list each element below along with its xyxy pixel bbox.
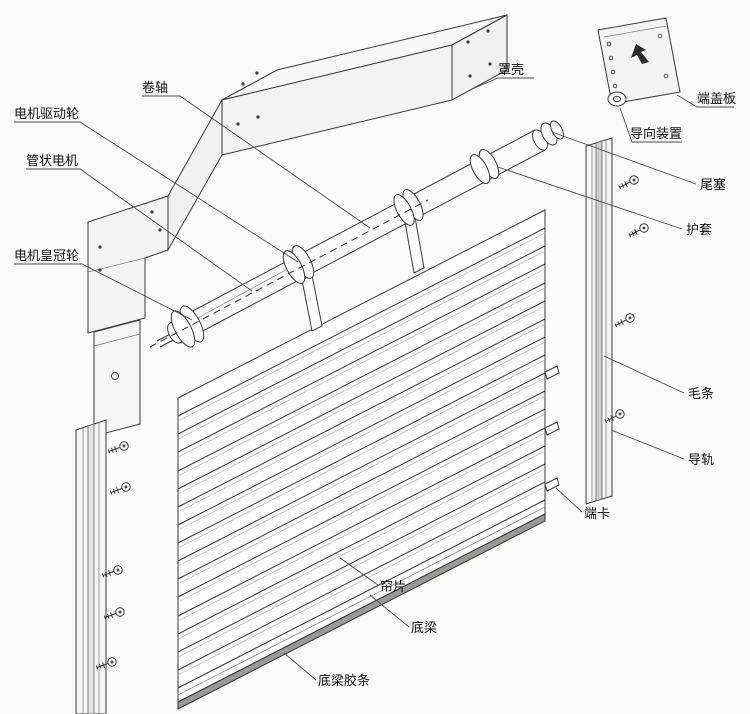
label-brush-strip: 毛条	[688, 386, 714, 402]
brush-strip	[595, 140, 603, 502]
roller-shaft-assembly	[149, 120, 564, 348]
screw	[107, 440, 130, 456]
label-motor-crown-wheel: 电机皇冠轮	[14, 249, 79, 264]
shaft-collar-ring	[393, 189, 424, 226]
label-guide-rail: 导轨	[688, 453, 714, 468]
screw	[617, 173, 641, 192]
label-guide-device: 导向装置	[630, 126, 682, 142]
right-guide-rail	[585, 137, 613, 505]
label-bottom-beam: 底梁	[411, 620, 437, 636]
label-end-cover-plate: 端盖板	[697, 92, 736, 107]
label-tail-plug: 尾塞	[700, 177, 726, 193]
motor-drive-wheel	[282, 245, 315, 284]
bottom-beam-rubber-strip	[177, 513, 546, 710]
label-protective-sleeve: 护套	[686, 222, 712, 238]
protective-sleeve-ring	[469, 148, 500, 185]
screw	[103, 606, 126, 622]
shaft-centerline	[149, 199, 429, 348]
screw	[109, 481, 132, 497]
arrow-icon	[631, 44, 649, 64]
label-tubular-motor: 管状电机	[26, 154, 78, 169]
end-clips	[544, 365, 560, 492]
label-roller-shaft: 卷轴	[142, 80, 168, 96]
left-guide-rail	[75, 419, 107, 714]
curtain	[177, 209, 560, 710]
label-end-clip: 端卡	[584, 507, 610, 522]
screw	[627, 221, 651, 240]
leader-lines	[14, 77, 734, 681]
screw	[613, 311, 637, 330]
curtain-slat-lines	[177, 227, 546, 676]
label-curtain-slat: 帘片	[380, 579, 406, 595]
hanger-straps	[301, 216, 425, 332]
left-end-plate	[93, 319, 141, 437]
guide-device	[607, 91, 627, 107]
label-motor-drive-wheel: 电机驱动轮	[14, 107, 79, 122]
label-housing-cover: 罩壳	[498, 63, 524, 78]
labels: 卷轴 罩壳 端盖板 导向装置 尾塞 护套 毛条 导轨 端卡 帘片 底梁 底梁胶条…	[14, 63, 736, 689]
label-bottom-beam-rubber: 底梁胶条	[318, 673, 370, 689]
motor-bracket	[87, 195, 169, 334]
housing-cover	[167, 14, 508, 252]
end-cover-plate	[597, 17, 681, 107]
